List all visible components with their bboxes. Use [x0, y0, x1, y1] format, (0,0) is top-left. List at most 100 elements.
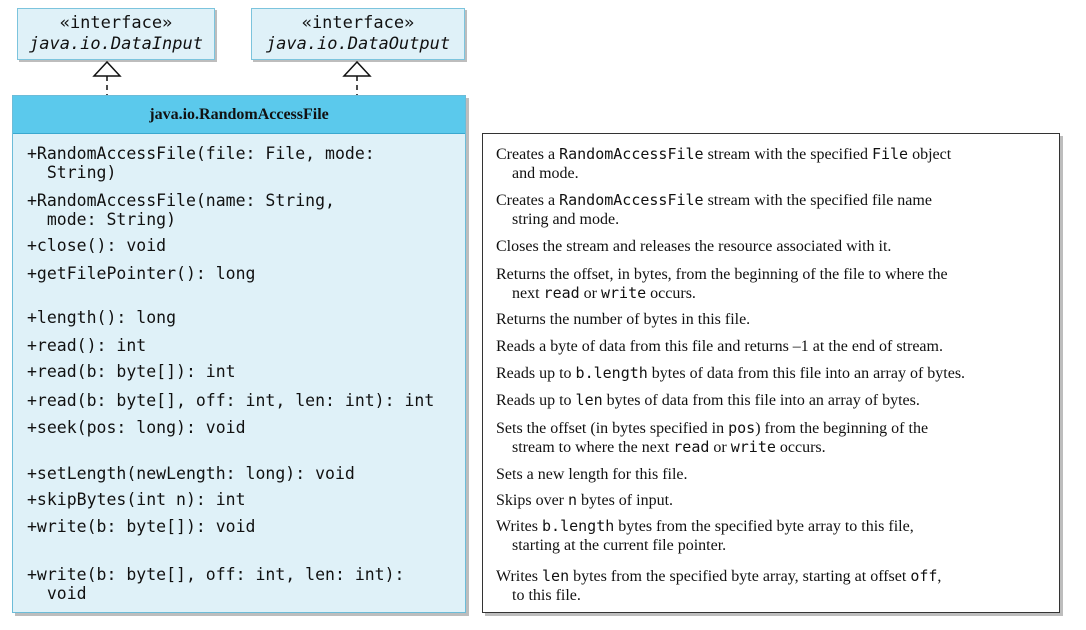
- method-line: +close(): void: [27, 236, 167, 255]
- text-fragment: or: [709, 439, 731, 456]
- text-fragment: occurs.: [646, 285, 696, 302]
- description-item: Creates a RandomAccessFile stream with t…: [496, 191, 1056, 229]
- code-fragment: off: [910, 567, 938, 585]
- method-line: +write(b: byte[], off: int, len: int):: [27, 565, 405, 584]
- code-fragment: RandomAccessFile: [559, 145, 704, 163]
- method-line: String): [27, 163, 117, 182]
- text-fragment: bytes of data from this file into an arr…: [602, 392, 920, 409]
- description-item: Reads up to len bytes of data from this …: [496, 391, 1056, 410]
- method-item: +getFilePointer(): long: [27, 264, 255, 283]
- method-item: +seek(pos: long): void: [27, 418, 246, 437]
- method-item: +read(): int: [27, 336, 146, 355]
- description-line: starting at the current file pointer.: [496, 536, 1056, 555]
- description-line: Creates a RandomAccessFile stream with t…: [496, 191, 1056, 210]
- method-item: +setLength(newLength: long): void: [27, 464, 355, 483]
- method-item: +close(): void: [27, 236, 166, 255]
- method-line: +read(b: byte[], off: int, len: int): in…: [27, 391, 435, 410]
- class-box: java.io.RandomAccessFile +RandomAccessFi…: [12, 95, 466, 613]
- text-fragment: bytes from the specified byte array, sta…: [569, 568, 911, 585]
- method-item: +length(): long: [27, 308, 176, 327]
- method-item: +write(b: byte[], off: int, len: int): v…: [27, 565, 405, 603]
- description-line: Reads up to len bytes of data from this …: [496, 391, 1056, 410]
- text-fragment: Sets the offset (in bytes specified in: [496, 420, 729, 437]
- description-line: and mode.: [496, 164, 1056, 183]
- code-fragment: write: [601, 284, 647, 302]
- description-line: Closes the stream and releases the resou…: [496, 237, 1056, 256]
- method-line: +RandomAccessFile(file: File, mode:: [27, 144, 375, 163]
- description-line: Writes len bytes from the specified byte…: [496, 567, 1056, 586]
- description-line: Returns the offset, in bytes, from the b…: [496, 265, 1056, 284]
- description-line: next read or write occurs.: [496, 284, 1056, 303]
- description-box: Creates a RandomAccessFile stream with t…: [482, 133, 1060, 613]
- method-line: +seek(pos: long): void: [27, 418, 246, 437]
- description-item: Reads up to b.length bytes of data from …: [496, 364, 1056, 383]
- description-line: Reads a byte of data from this file and …: [496, 337, 1056, 356]
- text-fragment: Returns the offset, in bytes, from the b…: [496, 266, 948, 283]
- method-item: +read(b: byte[], off: int, len: int): in…: [27, 391, 434, 410]
- code-fragment: b.length: [542, 517, 615, 535]
- text-fragment: next: [496, 285, 544, 302]
- description-line: Reads up to b.length bytes of data from …: [496, 364, 1056, 383]
- code-fragment: read: [673, 438, 710, 456]
- description-item: Creates a RandomAccessFile stream with t…: [496, 145, 1056, 183]
- text-fragment: Skips over: [496, 492, 568, 509]
- description-line: to this file.: [496, 586, 1056, 605]
- description-item: Sets the offset (in bytes specified in p…: [496, 419, 1056, 457]
- description-item: Writes len bytes from the specified byte…: [496, 567, 1056, 605]
- text-fragment: Returns the number of bytes in this file…: [496, 311, 751, 328]
- text-fragment: bytes of input.: [577, 492, 674, 509]
- method-line: void: [27, 584, 87, 603]
- method-line: +skipBytes(int n): int: [27, 490, 246, 509]
- text-fragment: bytes from the specified byte array to t…: [614, 518, 914, 535]
- text-fragment: Reads up to: [496, 365, 576, 382]
- method-line: +RandomAccessFile(name: String,: [27, 191, 335, 210]
- text-fragment: starting at the current file pointer.: [496, 537, 727, 554]
- text-fragment: Reads a byte of data from this file and …: [496, 338, 943, 355]
- description-line: Creates a RandomAccessFile stream with t…: [496, 145, 1056, 164]
- text-fragment: occurs.: [775, 439, 826, 456]
- method-line: +getFilePointer(): long: [27, 264, 256, 283]
- method-line: +length(): long: [27, 308, 177, 327]
- code-fragment: read: [543, 284, 580, 302]
- text-fragment: Writes: [496, 518, 543, 535]
- code-fragment: b.length: [575, 364, 648, 382]
- method-item: +RandomAccessFile(file: File, mode: Stri…: [27, 144, 375, 182]
- code-fragment: len: [542, 567, 570, 585]
- text-fragment: ,: [937, 568, 942, 585]
- code-fragment: write: [730, 438, 776, 456]
- method-item: +write(b: byte[]): void: [27, 517, 255, 536]
- code-fragment: pos: [728, 419, 756, 437]
- interface-datainput-box: «interface» java.io.DataInput: [17, 8, 215, 60]
- text-fragment: stream with the specified: [703, 146, 872, 163]
- description-item: Reads a byte of data from this file and …: [496, 337, 1056, 356]
- code-fragment: File: [871, 145, 909, 163]
- description-line: Sets a new length for this file.: [496, 465, 1056, 484]
- method-line: +setLength(newLength: long): void: [27, 464, 355, 483]
- text-fragment: ) from the beginning of the: [755, 420, 929, 437]
- interface-stereotype: «interface»: [59, 13, 173, 33]
- description-line: Writes b.length bytes from the specified…: [496, 517, 1056, 536]
- method-item: +RandomAccessFile(name: String, mode: St…: [27, 191, 335, 229]
- text-fragment: and mode.: [496, 165, 579, 182]
- text-fragment: object: [908, 146, 952, 163]
- method-item: +read(b: byte[]): int: [27, 362, 236, 381]
- text-fragment: Creates a: [496, 192, 560, 209]
- description-item: Returns the offset, in bytes, from the b…: [496, 265, 1056, 303]
- code-fragment: len: [575, 391, 603, 409]
- realization-arrow-dataoutput: [342, 60, 372, 96]
- interface-dataoutput-box: «interface» java.io.DataOutput: [251, 8, 465, 60]
- text-fragment: or: [579, 285, 601, 302]
- description-item: Sets a new length for this file.: [496, 465, 1056, 484]
- interface-stereotype: «interface»: [301, 13, 415, 33]
- text-fragment: Creates a: [496, 146, 560, 163]
- description-line: Returns the number of bytes in this file…: [496, 310, 1056, 329]
- interface-name: java.io.DataOutput: [265, 34, 451, 54]
- text-fragment: string and mode.: [496, 211, 620, 228]
- realization-arrow-datainput: [92, 60, 122, 96]
- code-fragment: n: [568, 491, 578, 509]
- description-item: Returns the number of bytes in this file…: [496, 310, 1056, 329]
- text-fragment: Closes the stream and releases the resou…: [496, 238, 892, 255]
- code-fragment: RandomAccessFile: [559, 191, 704, 209]
- description-item: Skips over n bytes of input.: [496, 491, 1056, 510]
- description-line: Sets the offset (in bytes specified in p…: [496, 419, 1056, 438]
